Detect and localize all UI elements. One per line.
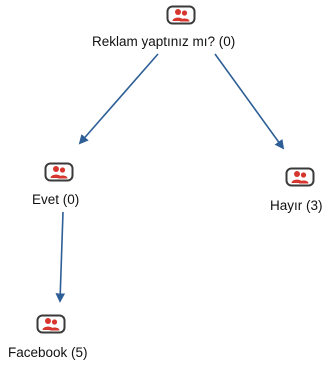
node-label-evet: Evet (0) [32,192,80,207]
node-label-root: Reklam yaptınız mı? (0) [92,34,236,49]
person-card-icon [285,167,315,187]
person-card-icon [44,162,74,182]
edge-root-to-evet [78,53,159,145]
node-label-facebook: Facebook (5) [8,345,88,360]
person-card-icon [36,314,66,334]
edge-root-to-hayir [214,53,285,150]
person-card-icon [166,5,196,25]
node-label-hayir: Hayır (3) [270,198,323,213]
edge-evet-to-facebook [55,211,66,303]
